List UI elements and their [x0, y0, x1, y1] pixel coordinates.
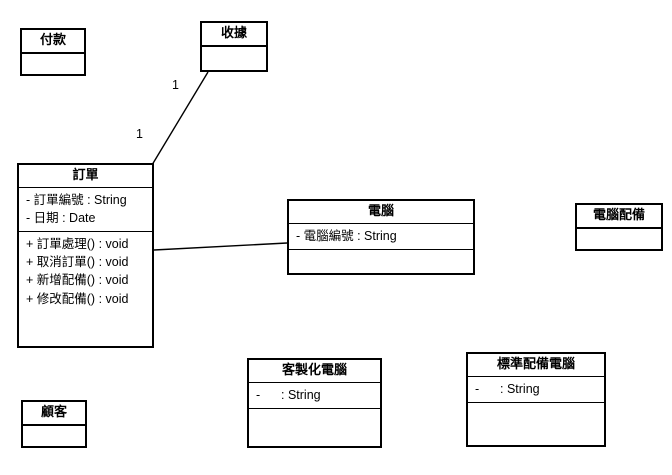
- association-line-order-computer[interactable]: [153, 242, 288, 251]
- attribute-row: - 訂單編號 : String: [26, 192, 127, 207]
- class-name-payment: 付款: [22, 30, 84, 53]
- class-name-computer-equipment: 電腦配備: [577, 205, 661, 228]
- operation-row: + 修改配備() : void: [26, 291, 129, 306]
- class-attributes-custom-computer: - : String: [249, 383, 380, 410]
- attribute-row: - 電腦編號 : String: [296, 228, 397, 243]
- attribute-row: - : String: [256, 387, 321, 402]
- class-operations-order: + 訂單處理() : void + 取消訂單() : void + 新增配備() :…: [19, 232, 152, 346]
- class-box-customer[interactable]: 顧客: [21, 400, 87, 448]
- class-box-payment[interactable]: 付款: [20, 28, 86, 76]
- class-operations-standard-computer: [468, 403, 604, 445]
- class-attributes-standard-computer: - : String: [468, 377, 604, 404]
- class-name-order: 訂單: [19, 165, 152, 188]
- association-line-order-receipt[interactable]: [151, 71, 209, 166]
- class-box-standard-computer[interactable]: 標準配備電腦 - : String: [466, 352, 606, 447]
- class-name-receipt: 收據: [202, 23, 266, 46]
- multiplicity-label: 1: [136, 127, 143, 141]
- class-box-computer-equipment[interactable]: 電腦配備: [575, 203, 663, 251]
- class-attributes-receipt: [202, 45, 266, 47]
- attribute-row: - 日期 : Date: [26, 211, 96, 226]
- class-attributes-computer-equipment: [577, 227, 661, 229]
- class-operations-computer: [289, 250, 473, 273]
- class-name-customer: 顧客: [23, 402, 85, 425]
- class-box-custom-computer[interactable]: 客製化電腦 - : String: [247, 358, 382, 448]
- class-operations-custom-computer: [249, 409, 380, 446]
- class-name-standard-computer: 標準配備電腦: [468, 354, 604, 377]
- class-operations-receipt: [202, 47, 266, 70]
- attribute-row: - : String: [475, 381, 540, 396]
- multiplicity-label: 1: [172, 78, 179, 92]
- operation-row: + 訂單處理() : void: [26, 237, 129, 252]
- operation-row: + 取消訂單() : void: [26, 255, 129, 270]
- class-attributes-payment: [22, 52, 84, 54]
- class-box-order[interactable]: 訂單 - 訂單編號 : String - 日期 : Date + 訂單處理() : v…: [17, 163, 154, 348]
- class-attributes-customer: [23, 424, 85, 426]
- class-box-receipt[interactable]: 收據: [200, 21, 268, 72]
- class-operations-customer: [23, 426, 85, 446]
- operation-row: + 新增配備() : void: [26, 273, 129, 288]
- class-name-computer: 電腦: [289, 201, 473, 224]
- class-box-computer[interactable]: 電腦 - 電腦編號 : String: [287, 199, 475, 275]
- class-name-custom-computer: 客製化電腦: [249, 360, 380, 383]
- class-attributes-computer: - 電腦編號 : String: [289, 224, 473, 251]
- class-operations-payment: [22, 54, 84, 74]
- class-operations-computer-equipment: [577, 229, 661, 249]
- class-attributes-order: - 訂單編號 : String - 日期 : Date: [19, 188, 152, 233]
